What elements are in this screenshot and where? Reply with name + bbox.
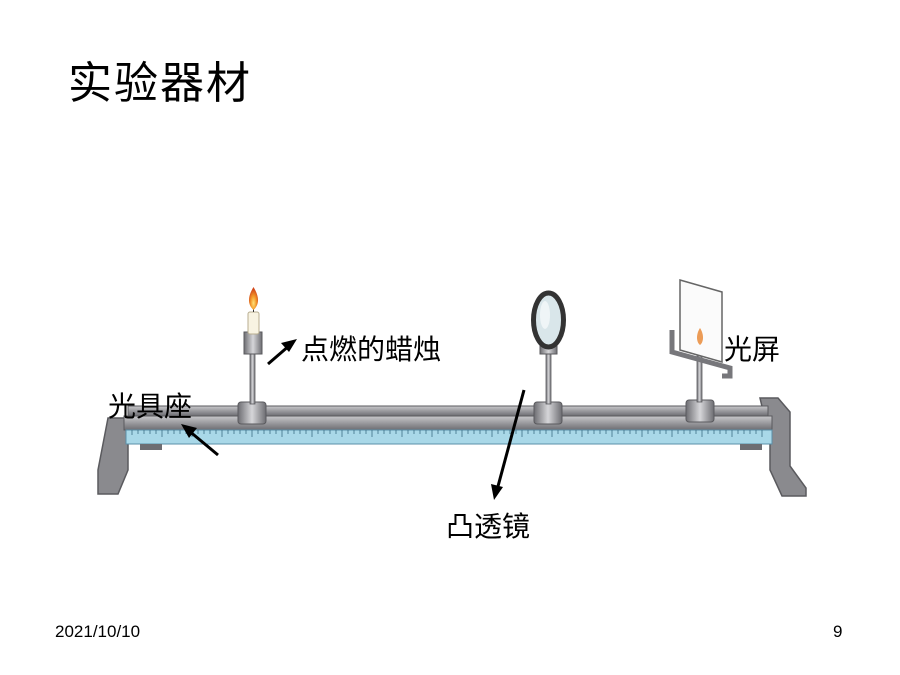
lens-arrowhead bbox=[491, 484, 503, 500]
bench-arrow bbox=[187, 428, 219, 457]
pointer-arrows bbox=[181, 339, 526, 500]
flame-image bbox=[697, 328, 703, 345]
slide-title: 实验器材 bbox=[68, 58, 252, 109]
label-optical-bench: 光具座 bbox=[108, 390, 193, 423]
screen-assembly bbox=[669, 279, 733, 423]
bench-arrowhead bbox=[181, 424, 197, 438]
footer-date: 2021/10/10 bbox=[55, 622, 141, 641]
page-number: 9 bbox=[833, 622, 843, 641]
label-candle: 点燃的蜡烛 bbox=[301, 333, 442, 366]
candle-arrowhead bbox=[281, 339, 297, 352]
candle-assembly bbox=[237, 287, 267, 425]
optical-bench bbox=[97, 397, 807, 497]
label-screen: 光屏 bbox=[724, 333, 781, 366]
ruler-ticks bbox=[131, 430, 763, 437]
candle-flame bbox=[248, 287, 259, 310]
lens-assembly bbox=[531, 290, 566, 425]
lens-arrow bbox=[495, 389, 526, 491]
label-convex-lens: 凸透镜 bbox=[446, 510, 531, 543]
